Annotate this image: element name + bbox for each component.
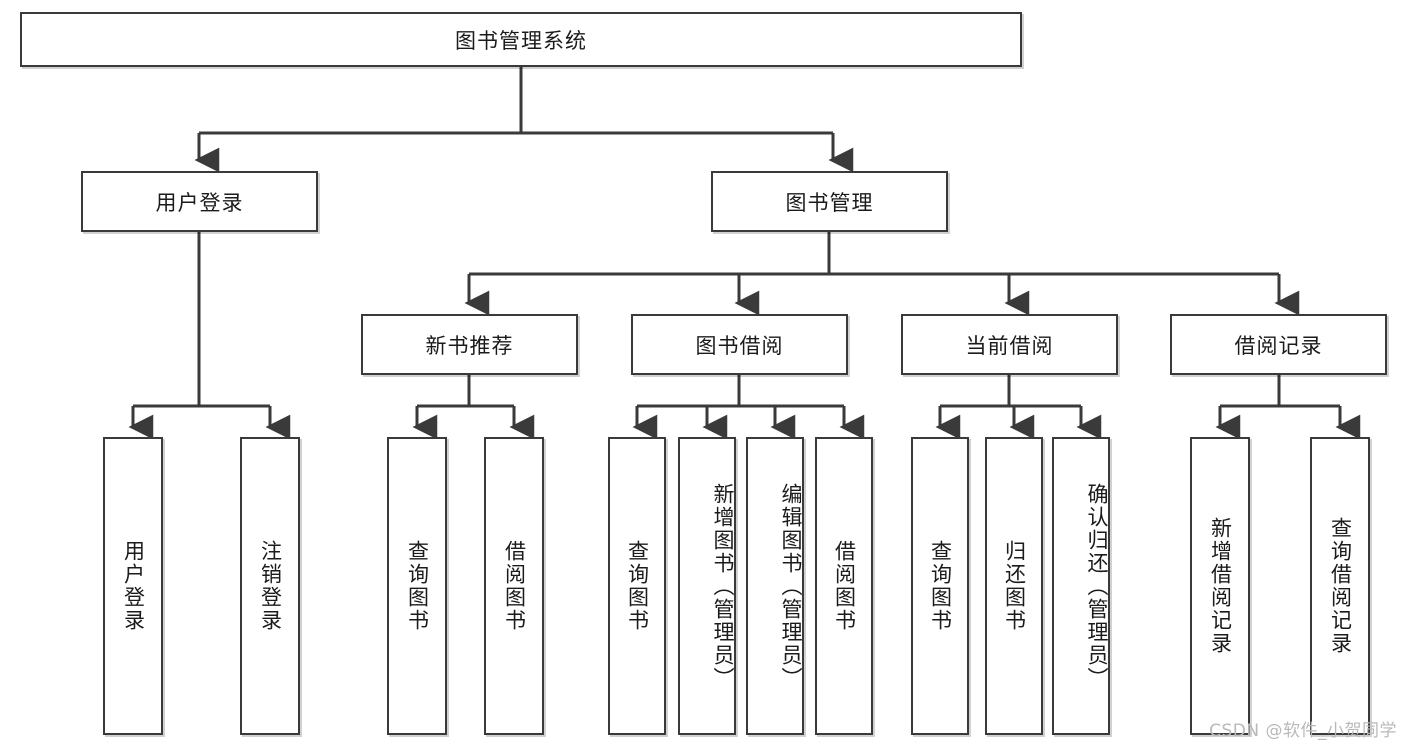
node-leaf-query-book-borrow[interactable]: 查询图书 bbox=[608, 437, 666, 735]
node-leaf-query-book-rec-label: 查询图书 bbox=[405, 540, 430, 632]
node-leaf-add-record-label: 新增借阅记录 bbox=[1208, 517, 1233, 655]
node-leaf-logout[interactable]: 注销登录 bbox=[240, 437, 300, 735]
node-leaf-borrow-book-rec-label: 借阅图书 bbox=[502, 540, 527, 632]
node-leaf-query-record-label: 查询借阅记录 bbox=[1328, 517, 1353, 655]
node-leaf-query-book-cur[interactable]: 查询图书 bbox=[911, 437, 969, 735]
node-leaf-logout-label: 注销登录 bbox=[258, 540, 283, 632]
node-leaf-edit-book[interactable]: 编辑图书（管理员） bbox=[746, 437, 804, 735]
node-leaf-add-record[interactable]: 新增借阅记录 bbox=[1190, 437, 1250, 735]
node-leaf-query-book-rec[interactable]: 查询图书 bbox=[387, 437, 447, 735]
node-user-login[interactable]: 用户登录 bbox=[81, 171, 318, 232]
node-leaf-return-book[interactable]: 归还图书 bbox=[985, 437, 1043, 735]
node-user-login-label: 用户登录 bbox=[155, 190, 244, 215]
node-leaf-user-login[interactable]: 用户登录 bbox=[103, 437, 163, 735]
node-leaf-borrow-book[interactable]: 借阅图书 bbox=[815, 437, 873, 735]
node-leaf-return-book-label: 归还图书 bbox=[1002, 540, 1027, 632]
node-leaf-borrow-book-rec[interactable]: 借阅图书 bbox=[484, 437, 544, 735]
node-new-book-rec-label: 新书推荐 bbox=[425, 333, 514, 358]
node-leaf-confirm-return[interactable]: 确认归还（管理员） bbox=[1052, 437, 1110, 735]
node-leaf-confirm-return-label: 确认归还（管理员） bbox=[1085, 482, 1109, 690]
node-leaf-query-book-cur-label: 查询图书 bbox=[928, 540, 953, 632]
node-root-label: 图书管理系统 bbox=[455, 28, 587, 53]
node-leaf-user-login-label: 用户登录 bbox=[121, 540, 146, 632]
node-leaf-edit-book-label: 编辑图书（管理员） bbox=[779, 482, 803, 690]
node-current-borrow[interactable]: 当前借阅 bbox=[901, 314, 1118, 375]
node-leaf-add-book-label: 新增图书（管理员） bbox=[711, 482, 735, 690]
node-leaf-query-record[interactable]: 查询借阅记录 bbox=[1310, 437, 1370, 735]
node-leaf-add-book[interactable]: 新增图书（管理员） bbox=[678, 437, 736, 735]
node-borrow-record-label: 借阅记录 bbox=[1234, 333, 1323, 358]
node-new-book-rec[interactable]: 新书推荐 bbox=[361, 314, 578, 375]
node-root[interactable]: 图书管理系统 bbox=[20, 12, 1022, 67]
node-book-manage-label: 图书管理 bbox=[785, 190, 874, 215]
node-leaf-query-book-borrow-label: 查询图书 bbox=[625, 540, 650, 632]
node-leaf-borrow-book-label: 借阅图书 bbox=[832, 540, 857, 632]
node-book-borrow-label: 图书借阅 bbox=[695, 333, 784, 358]
watermark-text: CSDN @软件_小贺同学 bbox=[1209, 721, 1397, 741]
node-book-borrow[interactable]: 图书借阅 bbox=[631, 314, 848, 375]
node-borrow-record[interactable]: 借阅记录 bbox=[1170, 314, 1387, 375]
node-current-borrow-label: 当前借阅 bbox=[965, 333, 1054, 358]
node-book-manage[interactable]: 图书管理 bbox=[711, 171, 948, 232]
